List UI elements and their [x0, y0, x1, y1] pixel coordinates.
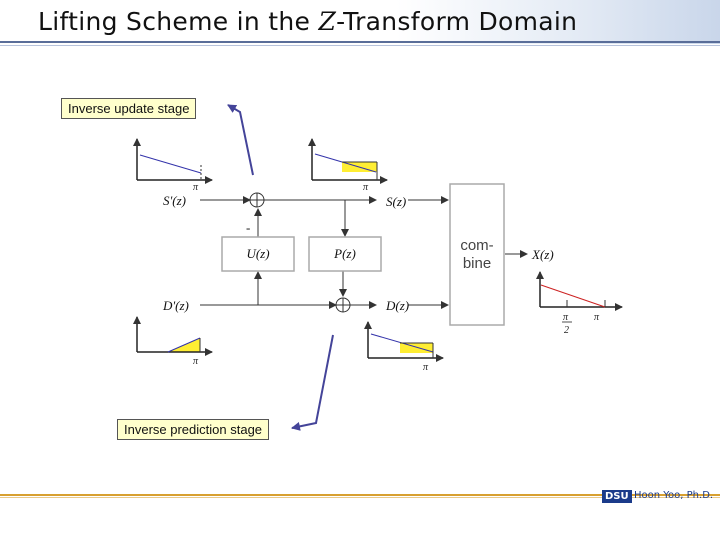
title-suffix: -Transform Domain [336, 7, 578, 36]
combine-label-1: com- [460, 237, 493, 254]
svg-text:π: π [363, 182, 369, 193]
d-label: D(z) [385, 298, 409, 313]
title-divider-thin [0, 45, 720, 46]
spectrum-d: π [364, 321, 444, 373]
svg-text:π: π [193, 182, 199, 193]
svg-text:π: π [563, 312, 569, 323]
title-variable: Z [318, 7, 337, 36]
title-bar [0, 0, 720, 44]
update-stage-callout: Inverse update stage [61, 98, 197, 119]
minus-sign: - [246, 220, 250, 235]
predict-block-label: P(z) [333, 246, 356, 261]
svg-text:π: π [594, 312, 600, 323]
university-logo: DSU [602, 490, 632, 503]
svg-text:2: 2 [564, 325, 569, 336]
author-name: Hoon Yoo, Ph.D. [634, 490, 714, 501]
prediction-stage-callout: Inverse prediction stage [117, 419, 270, 440]
update-block-label: U(z) [246, 246, 269, 261]
spectrum-s: π [308, 138, 388, 193]
s-prime-label: S'(z) [163, 193, 186, 208]
predict-block [308, 236, 382, 272]
svg-text:π: π [193, 356, 199, 367]
title-prefix: Lifting Scheme in the [38, 7, 319, 36]
spectrum-x: π 2 π [536, 271, 623, 336]
combine-label-2: bine [463, 255, 491, 272]
footer-divider [0, 494, 720, 496]
svg-text:π: π [423, 362, 429, 373]
s-label: S(z) [386, 194, 406, 209]
page-title: Lifting Scheme in the Z-Transform Domain [38, 7, 577, 36]
title-divider [0, 41, 720, 43]
spectrum-s-prime: π [133, 138, 213, 193]
update-callout-arrow [227, 104, 254, 176]
d-prime-label: D'(z) [162, 298, 189, 313]
footer-divider-thin [0, 497, 720, 498]
spectrum-d-prime: π [133, 316, 213, 367]
x-label: X(z) [531, 247, 554, 262]
prediction-callout-arrow [291, 334, 334, 431]
update-block [221, 236, 295, 272]
combine-block [449, 183, 505, 326]
